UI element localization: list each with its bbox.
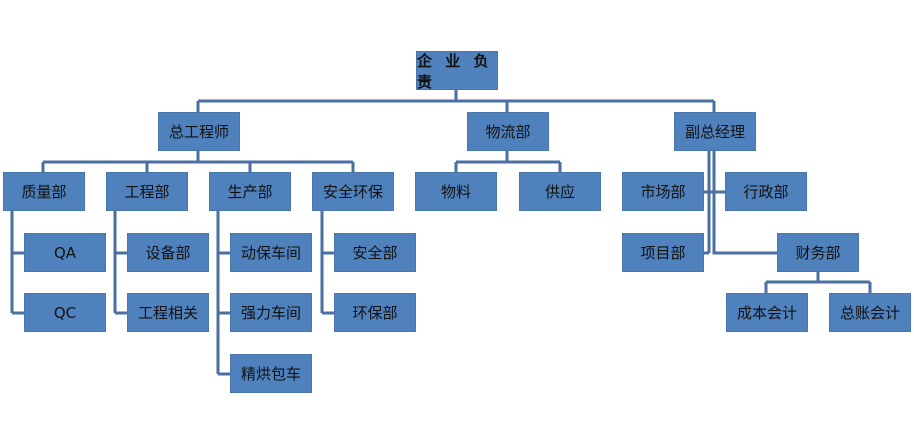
node-finance[interactable]: 财务部 [777,233,859,272]
node-chief-engineer[interactable]: 总工程师 [158,112,240,151]
node-qa[interactable]: QA [24,233,106,272]
node-quality-dept[interactable]: 质量部 [3,172,85,211]
node-engineering-related[interactable]: 工程相关 [127,293,209,332]
node-cost-accounting[interactable]: 成本会计 [726,293,808,332]
node-equipment[interactable]: 设备部 [127,233,209,272]
node-drying-packing[interactable]: 精烘包车 [230,354,312,393]
node-production-dept[interactable]: 生产部 [209,172,291,211]
node-enterprise-head[interactable]: 企 业 负 责 [416,51,498,91]
node-general-ledger[interactable]: 总账会计 [829,293,911,332]
node-power-workshop[interactable]: 动保车间 [230,233,312,272]
node-deputy-gm[interactable]: 副总经理 [674,112,756,151]
node-administration[interactable]: 行政部 [725,172,807,211]
node-projects[interactable]: 项目部 [622,233,704,272]
node-supply[interactable]: 供应 [519,172,601,211]
node-safety[interactable]: 安全部 [334,233,416,272]
node-engineering-dept[interactable]: 工程部 [106,172,188,211]
node-materials[interactable]: 物料 [415,172,497,211]
node-marketing[interactable]: 市场部 [622,172,704,211]
node-logistics[interactable]: 物流部 [467,112,549,151]
node-qc[interactable]: QC [24,293,106,332]
node-strength-workshop[interactable]: 强力车间 [230,293,312,332]
node-environment[interactable]: 环保部 [334,293,416,332]
node-safety-env[interactable]: 安全环保 [312,172,394,211]
